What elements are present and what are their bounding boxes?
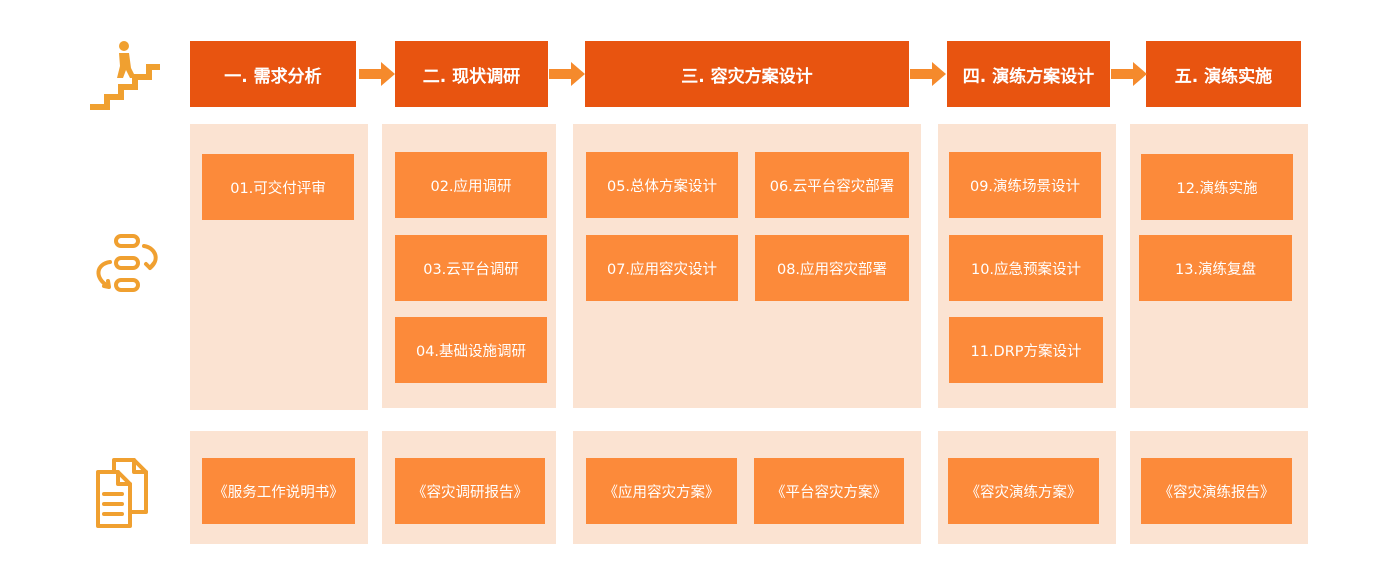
task-box: 02.应用调研 (395, 152, 547, 218)
task-box: 05.总体方案设计 (586, 152, 738, 218)
phase-header-1: 一. 需求分析 (190, 41, 356, 107)
deliverable-box: 《容灾演练方案》 (948, 458, 1099, 524)
phase-header-2: 二. 现状调研 (395, 41, 548, 107)
phase-header-4: 四. 演练方案设计 (947, 41, 1110, 107)
task-box: 09.演练场景设计 (949, 152, 1101, 218)
phase-header-5: 五. 演练实施 (1146, 41, 1301, 107)
task-box: 08.应用容灾部署 (755, 235, 909, 301)
deliverable-box: 《容灾调研报告》 (395, 458, 545, 524)
task-box: 13.演练复盘 (1139, 235, 1292, 301)
task-box: 06.云平台容灾部署 (755, 152, 909, 218)
workflow-cycle-icon (96, 234, 158, 292)
arrow-right-icon (910, 62, 946, 86)
stairs-climbing-person-icon (90, 41, 160, 110)
task-box: 11.DRP方案设计 (949, 317, 1103, 383)
deliverable-box: 《服务工作说明书》 (202, 458, 355, 524)
deliverable-box: 《平台容灾方案》 (754, 458, 904, 524)
arrow-right-icon (1111, 62, 1147, 86)
documents-icon (96, 458, 148, 528)
deliverable-box: 《应用容灾方案》 (586, 458, 737, 524)
task-box: 12.演练实施 (1141, 154, 1293, 220)
task-box: 04.基础设施调研 (395, 317, 547, 383)
phase-header-3: 三. 容灾方案设计 (585, 41, 909, 107)
task-box: 01.可交付评审 (202, 154, 354, 220)
task-box: 07.应用容灾设计 (586, 235, 738, 301)
deliverable-box: 《容灾演练报告》 (1141, 458, 1292, 524)
arrow-right-icon (549, 62, 585, 86)
task-box: 03.云平台调研 (395, 235, 547, 301)
task-box: 10.应急预案设计 (949, 235, 1103, 301)
arrow-right-icon (359, 62, 395, 86)
